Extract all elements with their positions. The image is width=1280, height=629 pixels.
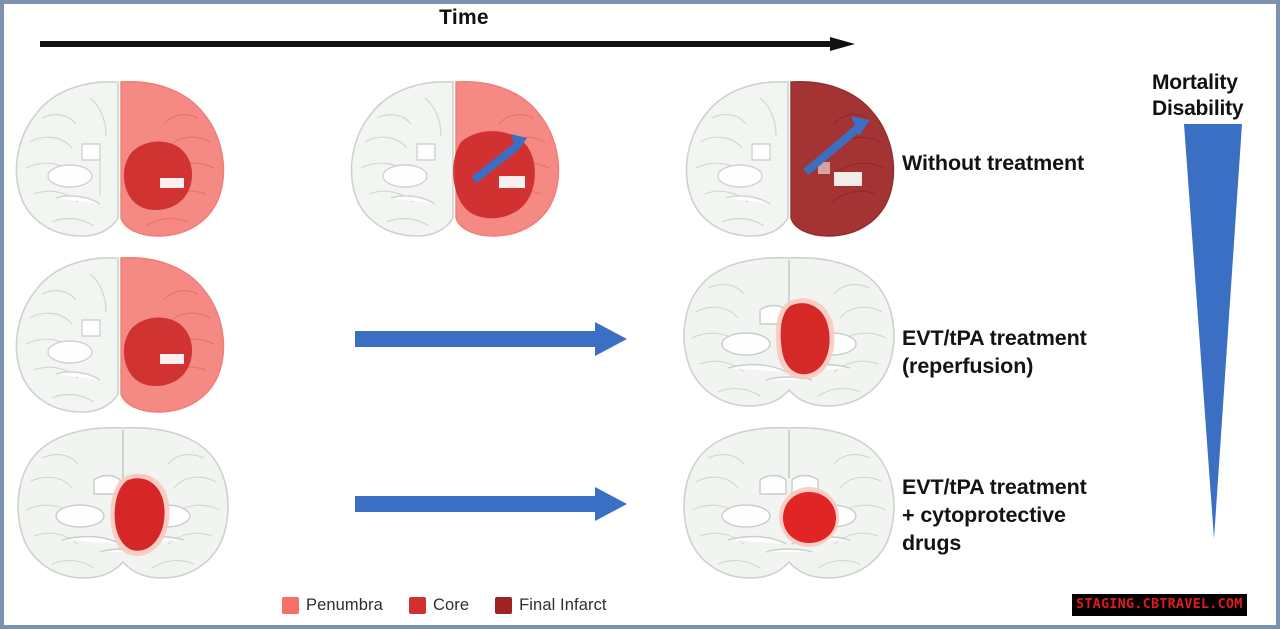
brain-row1-stage1 [8, 76, 230, 241]
row-label-line: EVT/tPA treatment [902, 326, 1087, 350]
row-label-line: EVT/tPA treatment [902, 475, 1087, 499]
legend-item-final-infarct: Final Infarct [495, 596, 607, 615]
legend: Penumbra Core Final Infarct [282, 596, 623, 615]
row-label-without-treatment: Without treatment [902, 149, 1084, 177]
brain-row3-stage3 [676, 424, 902, 586]
time-axis-label: Time [439, 6, 489, 29]
brain-row2-stage3 [676, 254, 902, 414]
brain-row2-stage1 [8, 252, 230, 417]
watermark: STAGING.CBTRAVEL.COM [1072, 594, 1247, 616]
row-label-line: Without treatment [902, 151, 1085, 175]
row-label-line: + cytoprotective [902, 503, 1066, 527]
treatment-arrow-row3 [355, 487, 627, 521]
treatment-arrow-row2 [355, 322, 627, 356]
legend-swatch-core [408, 597, 426, 614]
wedge-label-line: Mortality [1152, 71, 1238, 94]
legend-item-penumbra: Penumbra [282, 596, 383, 615]
brain-row3-stage1 [10, 424, 236, 586]
brain-row1-stage3 [678, 76, 900, 241]
legend-label-core: Core [432, 596, 470, 614]
mortality-disability-label: Mortality Disability [1152, 70, 1244, 122]
row-label-evt-tpa-cytoprotective: EVT/tPA treatment + cytoprotective drugs [902, 473, 1087, 557]
row-label-evt-tpa: EVT/tPA treatment (reperfusion) [902, 324, 1087, 380]
legend-swatch-final-infarct [495, 597, 513, 614]
wedge-label-line: Disability [1152, 97, 1244, 120]
mortality-disability-wedge [1184, 124, 1242, 539]
row-label-line: (reperfusion) [902, 354, 1034, 378]
legend-item-core: Core [408, 596, 470, 615]
progression-arrow-icon [803, 116, 870, 176]
time-axis-arrow [40, 37, 855, 51]
legend-label-penumbra: Penumbra [306, 596, 383, 614]
brain-row1-stage2 [343, 76, 565, 241]
legend-label-final-infarct: Final Infarct [519, 596, 607, 614]
progression-arrow-icon [471, 134, 527, 184]
legend-swatch-penumbra [282, 597, 299, 614]
row-label-line: drugs [902, 531, 962, 555]
